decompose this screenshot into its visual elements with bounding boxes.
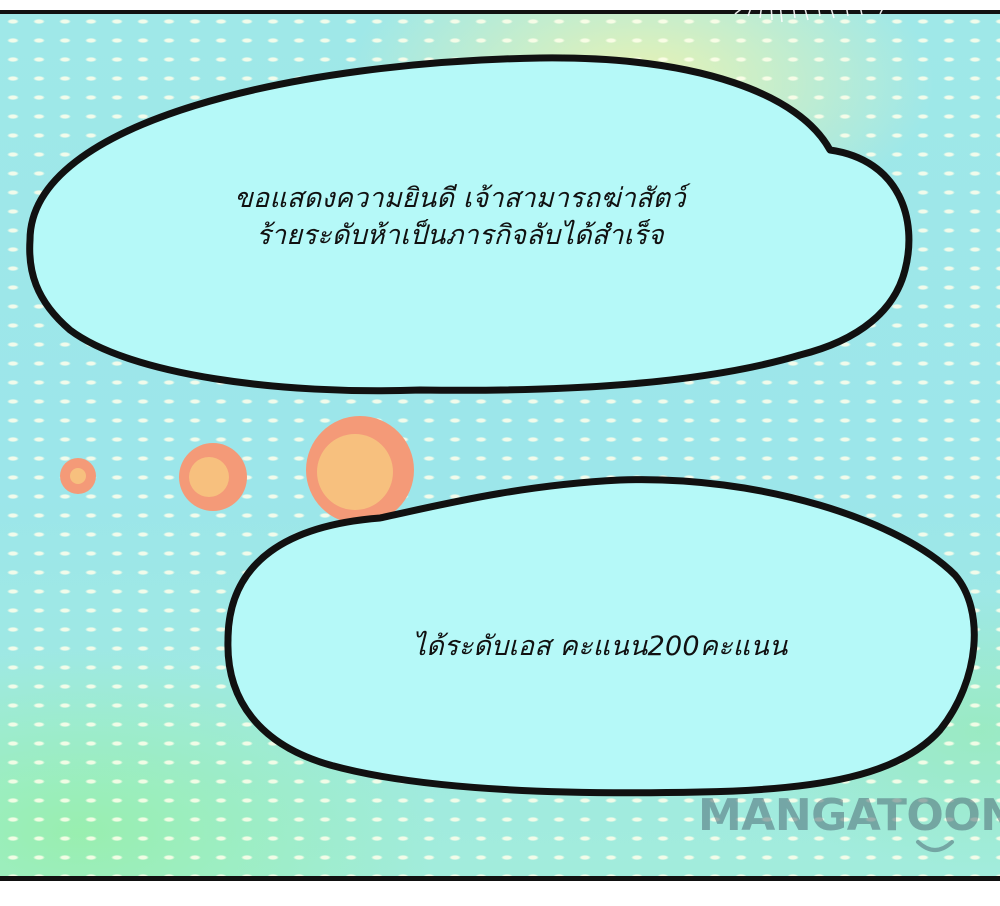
bubble-1-text: ขอแสดงความยินดี เจ้าสามารถฆ่าสัตว์ ร้ายร… bbox=[160, 180, 760, 254]
bubble-2-text: ได้ระดับเอส คะแนน200คะแนน bbox=[412, 631, 788, 662]
speech-bubble-1 bbox=[26, 54, 913, 395]
smile-icon bbox=[916, 840, 954, 852]
thought-circles bbox=[60, 416, 414, 524]
bubble-1-line-2: ร้ายระดับห้าเป็นภารกิจลับได้สำเร็จ bbox=[256, 220, 664, 251]
speed-lines bbox=[734, 3, 885, 23]
speech-bubble-2 bbox=[224, 476, 978, 797]
mangatoon-watermark: MANGATOON bbox=[698, 790, 1000, 841]
panel-border-top bbox=[0, 10, 1000, 14]
panel-border-bottom bbox=[0, 876, 1000, 881]
bubble-1-line-1: ขอแสดงความยินดี เจ้าสามารถฆ่าสัตว์ bbox=[234, 183, 686, 214]
